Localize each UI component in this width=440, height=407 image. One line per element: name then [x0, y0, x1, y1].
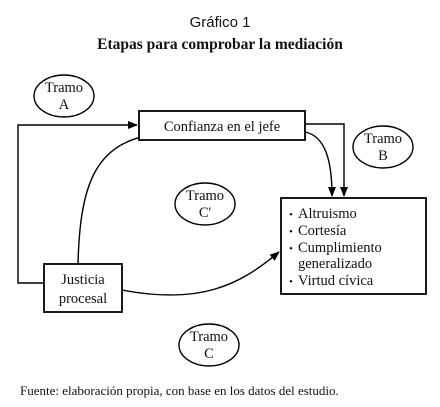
outcome-altruismo: Altruismo: [298, 206, 357, 222]
tramo-c-line1: Tramo: [190, 329, 228, 345]
justicia-line1: Justicia: [61, 272, 105, 288]
arrow-justicia-to-outcomes: [121, 251, 280, 296]
ellipse-tramo-a: Tramo A: [33, 74, 95, 118]
outcome-bullet-2: •: [289, 226, 293, 238]
node-justicia: Justicia procesal: [43, 263, 123, 313]
tramo-b-line2: B: [378, 148, 388, 164]
node-confianza: Confianza en el jefe: [138, 110, 306, 141]
justicia-line2: procesal: [59, 291, 107, 307]
confianza-label: Confianza en el jefe: [164, 119, 280, 135]
tramo-a-line2: A: [59, 97, 70, 113]
outcome-bullet-4: •: [289, 276, 293, 288]
figure-title: Etapas para comprobar la mediación: [97, 36, 343, 53]
tramo-c-prime-line2: C': [199, 205, 211, 221]
ellipse-tramo-c: Tramo C: [178, 323, 240, 367]
outcome-cumplimiento: Cumplimiento: [298, 240, 382, 256]
figure-source: Fuente: elaboración propia, con base en …: [20, 383, 339, 398]
ellipse-tramo-c-prime: Tramo C': [174, 182, 236, 226]
node-outcomes: • Altruismo • Cortesía • Cumplimiento ge…: [280, 197, 427, 295]
tramo-c-line2: C: [204, 346, 214, 362]
arrow-confianza-to-outcomes-2: [305, 123, 348, 197]
outcome-bullet-1: •: [289, 209, 293, 221]
tramo-a-line1: Tramo: [45, 80, 83, 96]
outcome-generalizado: generalizado: [298, 256, 372, 272]
figure-number: Gráfico 1: [189, 14, 251, 31]
outcome-bullet-3: •: [289, 243, 293, 255]
arrow-justicia-to-confianza: [17, 121, 138, 284]
tramo-b-line1: Tramo: [364, 131, 402, 147]
tramo-c-prime-line1: Tramo: [186, 188, 224, 204]
outcome-cortesia: Cortesía: [298, 223, 347, 239]
arrow-confianza-to-outcomes-1: [304, 131, 336, 197]
outcome-virtud-civica: Virtud cívica: [298, 273, 374, 289]
curve-justicia-confianza: [77, 134, 151, 265]
ellipse-tramo-b: Tramo B: [352, 125, 414, 169]
